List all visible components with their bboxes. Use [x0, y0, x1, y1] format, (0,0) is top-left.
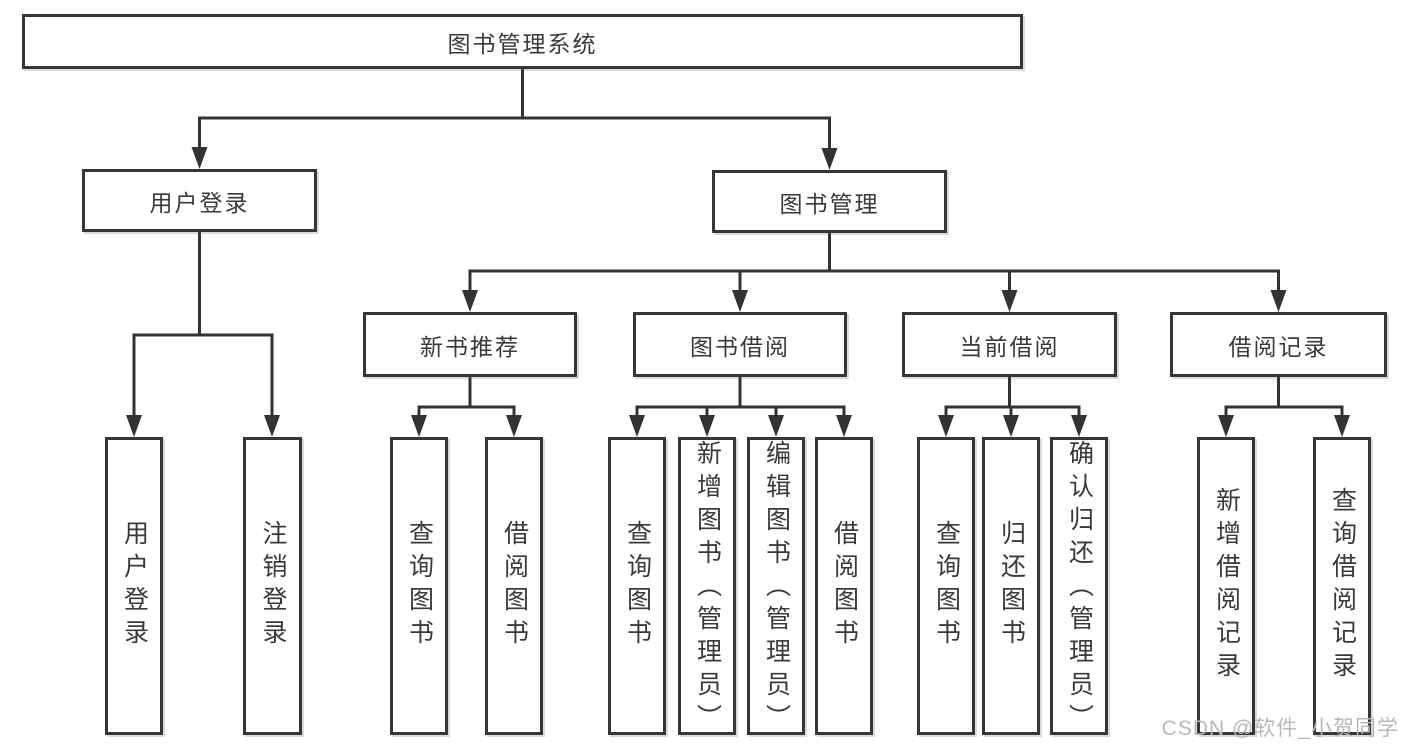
connector-root-branch: [198, 116, 831, 151]
node-borrow-records: 借阅记录: [1170, 312, 1387, 377]
leaf-user-login-label: 用户登录: [120, 520, 149, 652]
node-borrow-records-label: 借阅记录: [1228, 333, 1329, 360]
leaf-records-query-borrow-record: 查询借阅记录: [1313, 437, 1371, 735]
leaf-recommend-borrow-books: 借阅图书: [485, 437, 543, 735]
node-root-label: 图书管理系统: [447, 30, 598, 57]
leaf-recommend-query-books: 查询图书: [390, 437, 448, 735]
arrow-to-leaf-borrowing-borrow: [836, 415, 852, 437]
arrow-to-leaf-user-login: [126, 415, 142, 437]
arrow-to-leaf-borrowing-query: [629, 415, 645, 437]
node-root: 图书管理系统: [22, 14, 1023, 69]
leaf-borrowing-edit-books-admin: 编辑图书（管理员）: [747, 437, 805, 737]
arrow-to-leaf-current-query: [938, 415, 954, 437]
node-new-book-recommend: 新书推荐: [363, 312, 577, 377]
leaf-recommend-borrow-books-label: 借阅图书: [500, 520, 529, 652]
node-book-management-label: 图书管理: [779, 190, 880, 217]
arrow-to-leaf-current-return: [1003, 415, 1019, 437]
arrow-to-user-login: [191, 147, 208, 169]
arrow-to-recommend: [462, 290, 478, 312]
arrow-to-leaf-current-confirm: [1071, 415, 1087, 437]
leaf-records-add-borrow-record-label: 新增借阅记录: [1212, 487, 1241, 685]
node-user-login: 用户登录: [82, 169, 317, 232]
connector-recommend-branch: [417, 405, 516, 417]
node-book-borrowing: 图书借阅: [633, 312, 847, 377]
leaf-current-confirm-return-admin: 确认归还（管理员）: [1050, 437, 1108, 737]
arrow-to-records: [1270, 290, 1287, 312]
connector-book-mgmt-branch: [468, 269, 1280, 292]
node-new-book-recommend-label: 新书推荐: [420, 333, 520, 360]
leaf-borrowing-add-books-admin: 新增图书（管理员）: [678, 437, 736, 737]
leaf-borrowing-borrow-books: 借阅图书: [815, 437, 873, 735]
leaf-logout-label: 注销登录: [259, 520, 287, 652]
leaf-borrowing-edit-books-admin-label: 编辑图书（管理员）: [762, 440, 791, 737]
leaf-borrowing-add-books-admin-label: 新增图书（管理员）: [693, 440, 722, 737]
arrow-to-borrowing: [732, 290, 748, 312]
connector-user-login-branch: [132, 333, 274, 417]
leaf-records-query-borrow-record-label: 查询借阅记录: [1328, 487, 1357, 685]
arrow-to-leaf-records-query: [1334, 415, 1350, 437]
arrow-to-leaf-records-add: [1218, 415, 1234, 437]
node-user-login-label: 用户登录: [149, 189, 250, 216]
arrow-to-current: [1001, 290, 1018, 312]
leaf-current-confirm-return-admin-label: 确认归还（管理员）: [1065, 440, 1094, 737]
leaf-current-return-books: 归还图书: [982, 437, 1040, 735]
leaf-current-query-books: 查询图书: [917, 437, 975, 735]
node-book-management: 图书管理: [712, 170, 947, 233]
leaf-borrowing-query-books: 查询图书: [608, 437, 666, 735]
leaf-borrowing-borrow-books-label: 借阅图书: [830, 520, 859, 652]
leaf-current-return-books-label: 归还图书: [997, 520, 1026, 652]
arrowheads: [126, 147, 1350, 437]
connector-borrowing-branch: [635, 405, 846, 417]
connector-records-branch: [1224, 405, 1344, 417]
leaf-current-query-books-label: 查询图书: [932, 520, 961, 652]
node-current-borrowing: 当前借阅: [902, 312, 1117, 377]
arrow-to-leaf-borrowing-add: [699, 415, 715, 437]
leaf-user-login: 用户登录: [105, 437, 163, 735]
arrow-to-leaf-borrowing-edit: [768, 415, 784, 437]
arrow-to-leaf-logout: [264, 415, 280, 437]
leaf-records-add-borrow-record: 新增借阅记录: [1197, 437, 1255, 735]
arrow-to-leaf-recommend-borrow: [506, 415, 522, 437]
arrow-to-book-mgmt: [821, 148, 838, 170]
leaf-logout: 注销登录: [243, 437, 302, 735]
node-book-borrowing-label: 图书借阅: [690, 333, 790, 360]
leaf-recommend-query-books-label: 查询图书: [405, 520, 434, 652]
watermark-text: CSDN @软件_小贺同学: [1161, 717, 1399, 740]
arrow-to-leaf-recommend-query: [411, 415, 427, 437]
node-current-borrowing-label: 当前借阅: [959, 333, 1060, 360]
leaf-borrowing-query-books-label: 查询图书: [623, 520, 652, 652]
